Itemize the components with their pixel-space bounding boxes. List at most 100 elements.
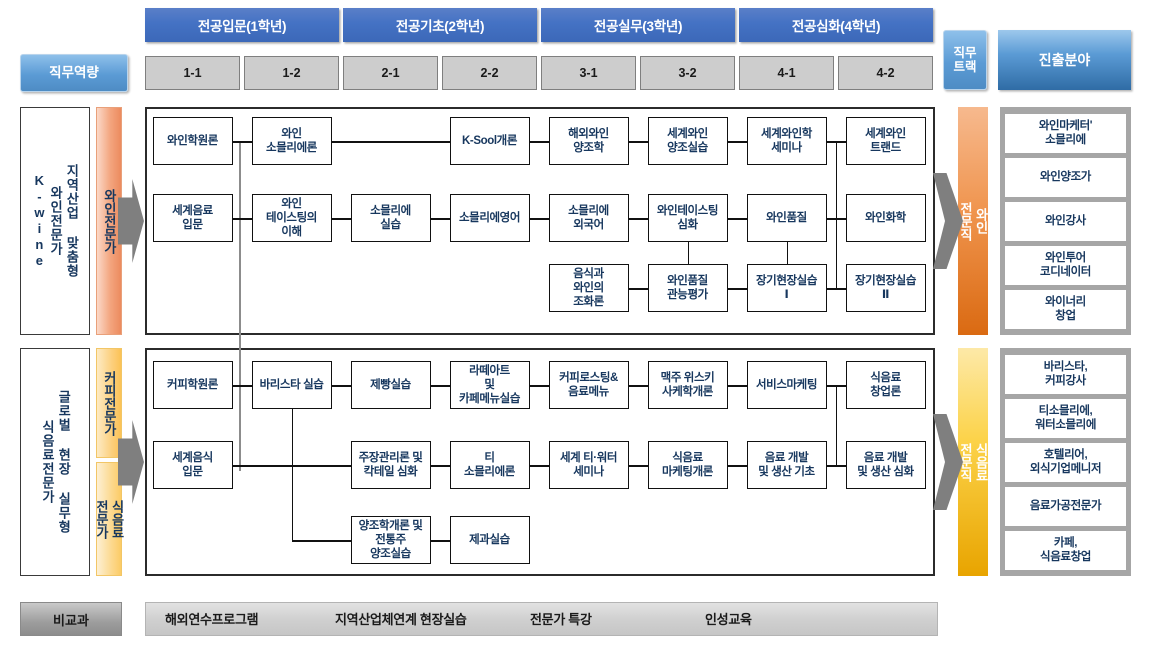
career-header-button[interactable]: 진출분야: [998, 30, 1131, 90]
connector-bus-stub: [835, 465, 846, 467]
competency-bar-food: 식음료 전문가: [94, 462, 125, 576]
connector-h: [628, 218, 648, 220]
course-node[interactable]: 바리스타 실습: [251, 361, 332, 409]
semester-cell-2-1: 2-1: [343, 56, 438, 90]
connector-h: [628, 141, 648, 143]
connector-h: [727, 465, 747, 467]
semester-cell-1-1: 1-1: [145, 56, 240, 90]
course-node[interactable]: 와인학원론: [152, 117, 233, 165]
course-node[interactable]: 와인 테이스팅의 이해: [251, 194, 332, 242]
course-node[interactable]: 세계 티·워터 세미나: [548, 441, 629, 489]
connector-h: [232, 385, 252, 387]
connector-bus-v: [835, 141, 837, 288]
course-node[interactable]: 세계음식 입문: [152, 441, 233, 489]
course-node[interactable]: 서비스마케팅: [746, 361, 827, 409]
track-label-wine: 와인 전문직: [958, 201, 989, 241]
connector-h: [628, 465, 648, 467]
connector-h: [529, 385, 549, 387]
track-description-text-food: 글로벌 현장 실무형 식음료전문가: [40, 390, 72, 534]
course-node[interactable]: 세계와인학 세미나: [746, 117, 827, 165]
connector-bus-stub: [835, 141, 846, 143]
course-node[interactable]: 장기현장실습 Ⅱ: [845, 264, 926, 312]
course-node[interactable]: 와인테이스팅 심화: [647, 194, 728, 242]
course-node[interactable]: 세계음료 입문: [152, 194, 233, 242]
connector-h: [529, 141, 549, 143]
course-node[interactable]: 음료 개발 및 생산 심화: [845, 441, 926, 489]
course-node[interactable]: 음료 개발 및 생산 기초: [746, 441, 827, 489]
course-node[interactable]: 식음료 마케팅개론: [647, 441, 728, 489]
course-node[interactable]: 와인품질: [746, 194, 827, 242]
course-node[interactable]: 맥주 위스키 사케학개론: [647, 361, 728, 409]
course-node[interactable]: 제빵실습: [350, 361, 431, 409]
course-node[interactable]: 세계와인 트랜드: [845, 117, 926, 165]
connector-h: [727, 141, 747, 143]
connector-h: [628, 385, 648, 387]
track-description-wine: 지역산업 맞춤형 와인전문가 K-wine: [20, 107, 90, 335]
semester-cell-3-1: 3-1: [541, 56, 636, 90]
connector-bus-stub: [835, 288, 846, 290]
career-item[interactable]: 카페, 식음료창업: [1004, 529, 1127, 571]
career-item[interactable]: 바리스타, 커피강사: [1004, 353, 1127, 395]
competency-button[interactable]: 직무역량: [20, 54, 128, 92]
course-node[interactable]: 소믈리에 외국어: [548, 194, 629, 242]
connector-h: [430, 218, 450, 220]
course-node[interactable]: K-Sool개론: [449, 117, 530, 165]
connector-h: [331, 218, 351, 220]
career-item[interactable]: 티소믈리에, 워터소믈리에: [1004, 397, 1127, 439]
course-node[interactable]: 제과실습: [449, 516, 530, 564]
connector-stub: [232, 141, 241, 143]
track-description-text-wine: 지역산업 맞춤형 와인전문가 K-wine: [31, 164, 80, 278]
course-node[interactable]: 소믈리에 실습: [350, 194, 431, 242]
course-node[interactable]: 와인화학: [845, 194, 926, 242]
career-item[interactable]: 와이너리 창업: [1004, 288, 1127, 330]
connector-stub: [232, 218, 241, 220]
career-item[interactable]: 와인강사: [1004, 200, 1127, 242]
track-column-wine: 와인 전문직: [958, 107, 989, 335]
connector-h: [331, 385, 351, 387]
course-node[interactable]: 커피학원론: [152, 361, 233, 409]
connector-h: [727, 385, 747, 387]
course-node[interactable]: 와인 소믈리에론: [251, 117, 332, 165]
competency-label-wine: 와인전문가: [101, 188, 117, 254]
course-node[interactable]: 커피로스팅& 음료메뉴: [548, 361, 629, 409]
course-node[interactable]: 음식과 와인의 조화론: [548, 264, 629, 312]
course-node[interactable]: 세계와인 양조실습: [647, 117, 728, 165]
semester-cell-4-2: 4-2: [838, 56, 933, 90]
course-node[interactable]: 라떼아트 및 카페메뉴실습: [449, 361, 530, 409]
connector-bus-stub: [835, 385, 846, 387]
course-node[interactable]: 양조학개론 및 전통주 양조실습: [350, 516, 431, 564]
career-item[interactable]: 와인마케터' 소믈리에: [1004, 112, 1127, 154]
connector-bus-stub: [835, 218, 846, 220]
extracurricular-item[interactable]: 해외연수프로그램: [165, 612, 259, 627]
course-node[interactable]: 해외와인 양조학: [548, 117, 629, 165]
connector-h: [331, 141, 450, 143]
course-node[interactable]: 소믈리에영어: [449, 194, 530, 242]
career-item[interactable]: 호텔리어, 외식기업메니저: [1004, 441, 1127, 483]
course-node[interactable]: 장기현장실습 Ⅰ: [746, 264, 827, 312]
connector-h: [727, 288, 747, 290]
extracurricular-item[interactable]: 인성교육: [705, 612, 752, 627]
extracurricular-item[interactable]: 전문가 특강: [530, 612, 592, 627]
track-header-button[interactable]: 직무 트랙: [943, 30, 987, 90]
course-node[interactable]: 식음료 창업론: [845, 361, 926, 409]
connector-h: [291, 540, 351, 542]
connector-stub: [239, 218, 252, 220]
connector-h: [628, 288, 648, 290]
phase-header-4: 전공심화(4학년): [739, 8, 933, 42]
competency-bar-coffee: 커피전문가: [96, 348, 122, 458]
competency-label-food: 식음료 전문가: [94, 499, 125, 539]
course-node[interactable]: 와인품질 관능평가: [647, 264, 728, 312]
course-node[interactable]: 주장관리론 및 칵테일 심화: [350, 441, 431, 489]
connector-stub: [239, 141, 252, 143]
connector-h: [529, 218, 549, 220]
course-node[interactable]: 티 소믈리에론: [449, 441, 530, 489]
career-item[interactable]: 음료가공전문가: [1004, 485, 1127, 527]
track-description-food: 글로벌 현장 실무형 식음료전문가: [20, 348, 90, 576]
extracurricular-bar: [145, 602, 938, 636]
extracurricular-item[interactable]: 지역산업체연계 현장실습: [335, 612, 467, 627]
career-item[interactable]: 와인투어 코디네이터: [1004, 244, 1127, 286]
career-item[interactable]: 와인양조가: [1004, 156, 1127, 198]
